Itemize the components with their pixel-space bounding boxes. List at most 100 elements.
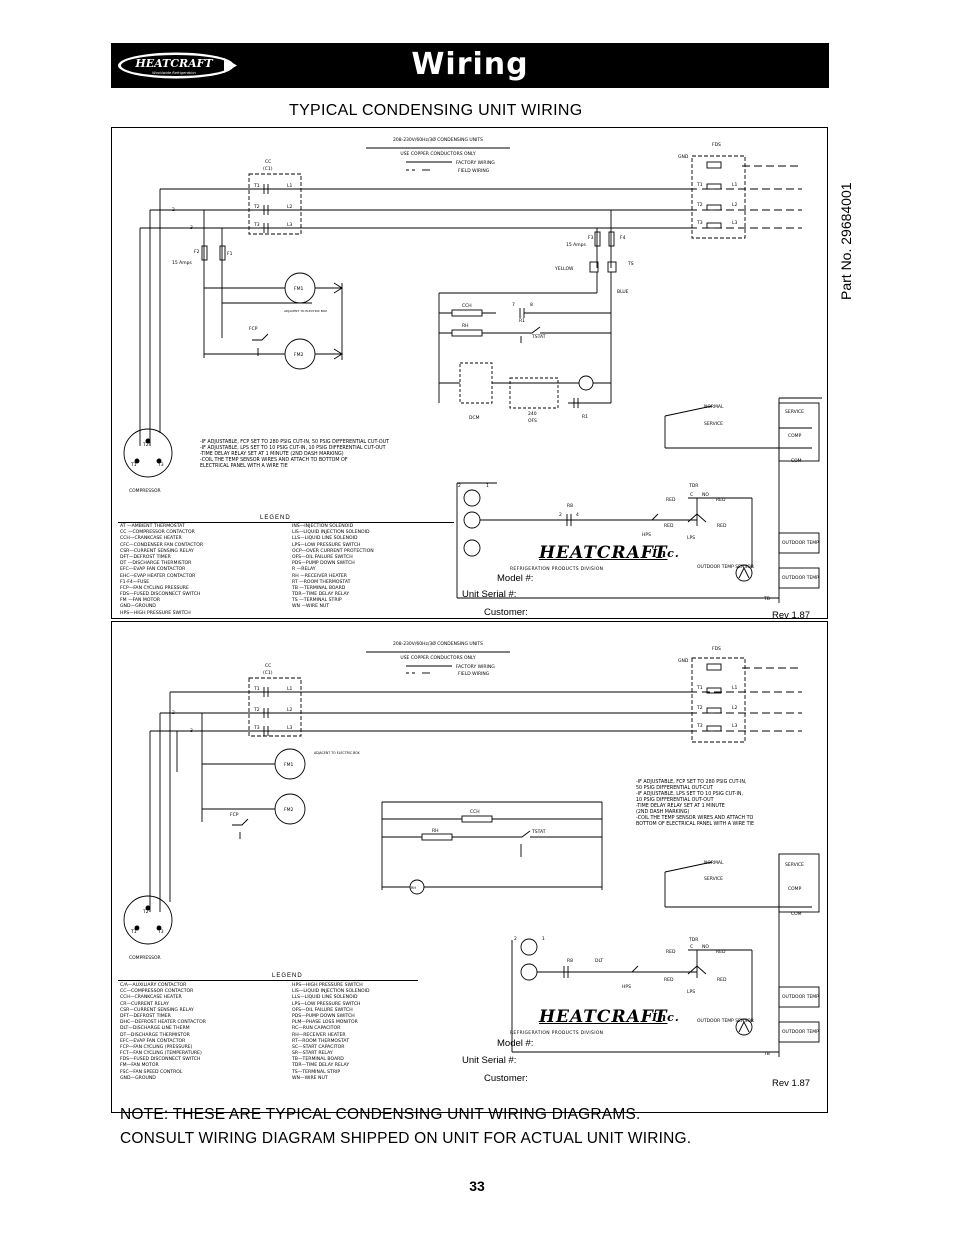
svg-text:T1: T1 [130, 462, 137, 468]
svg-text:4: 4 [576, 512, 579, 518]
svg-text:OUTDOOR TEMP SENSOR: OUTDOOR TEMP SENSOR [697, 1018, 754, 1024]
svg-text:L3: L3 [732, 723, 738, 729]
svg-text:R1: R1 [519, 318, 525, 324]
svg-text:T1: T1 [696, 182, 703, 188]
svg-text:T3: T3 [696, 723, 703, 729]
svg-text:ADJACENT TO ELECTRIC BOX: ADJACENT TO ELECTRIC BOX [284, 309, 327, 313]
svg-text:COM: COM [791, 911, 802, 917]
svg-text:C: C [690, 944, 693, 950]
svg-text:1: 1 [486, 483, 489, 489]
model-field: Model #: [497, 573, 534, 584]
svg-text:RH: RH [432, 828, 439, 834]
svg-text:COM: COM [791, 458, 802, 464]
svg-text:R1: R1 [582, 414, 588, 420]
svg-text:8: 8 [530, 302, 533, 308]
svg-text:OUTDOOR TEMP: OUTDOOR TEMP [782, 1029, 819, 1035]
wiring-diagram-1: 208-230V/60Hz/3Ø CONDENSING UNITS USE CO… [111, 127, 828, 621]
svg-text:RED: RED [717, 523, 727, 529]
svg-text:2: 2 [172, 207, 175, 213]
svg-text:CCH: CCH [462, 303, 472, 309]
brand-division: REFRIGERATION PRODUCTS DIVISION [510, 1031, 604, 1036]
svg-text:7: 7 [512, 302, 515, 308]
svg-text:OUTDOOR TEMP: OUTDOOR TEMP [782, 994, 819, 1000]
serial-field: Unit Serial #: [462, 1055, 517, 1066]
heatcraft-brand: HEATCRAFT [539, 543, 668, 563]
svg-text:T2: T2 [142, 442, 149, 448]
svg-text:FACTORY WIRING: FACTORY WIRING [456, 160, 495, 166]
svg-text:CC: CC [265, 159, 271, 165]
svg-text:T1: T1 [253, 183, 260, 189]
svg-text:1: 1 [542, 936, 545, 942]
svg-text:(C1): (C1) [263, 166, 273, 172]
svg-text:208-230V/60Hz/3Ø CONDENSING UN: 208-230V/60Hz/3Ø CONDENSING UNITS [393, 640, 483, 647]
svg-text:HEATCRAFT: HEATCRAFT [134, 57, 213, 70]
svg-text:COMPRESSOR: COMPRESSOR [129, 488, 161, 494]
svg-text:HPS: HPS [642, 532, 651, 538]
heatcraft-inc: Inc. [652, 1011, 680, 1024]
svg-text:FM2: FM2 [294, 352, 303, 358]
note-line-1: NOTE: THESE ARE TYPICAL CONDENSING UNIT … [120, 1106, 641, 1123]
svg-text:SERVICE: SERVICE [785, 862, 804, 868]
svg-text:LPS: LPS [687, 535, 695, 541]
svg-text:FIELD WIRING: FIELD WIRING [458, 671, 490, 677]
svg-text:L1: L1 [287, 686, 293, 692]
svg-text:T3: T3 [157, 929, 164, 935]
svg-text:FM1: FM1 [284, 762, 293, 768]
svg-text:T2: T2 [142, 909, 149, 915]
svg-text:COMPRESSOR: COMPRESSOR [129, 955, 161, 961]
svg-text:TB: TB [763, 1051, 770, 1057]
svg-text:T1: T1 [696, 685, 703, 691]
svg-text:USE COPPER CONDUCTORS ONLY: USE COPPER CONDUCTORS ONLY [400, 151, 475, 157]
svg-text:L1: L1 [287, 183, 293, 189]
diagram1-notes: -IF ADJUSTABLE, FCP SET TO 280 PSIG CUT-… [200, 440, 390, 469]
svg-text:TSTAT: TSTAT [531, 829, 546, 835]
svg-text:RED: RED [716, 949, 726, 955]
svg-text:T1: T1 [253, 686, 260, 692]
svg-text:RED: RED [666, 497, 676, 503]
svg-text:L2: L2 [287, 204, 293, 210]
svg-text:T3: T3 [253, 222, 260, 228]
svg-text:15 Amps: 15 Amps [566, 242, 586, 248]
svg-text:Worldwide Refrigeration: Worldwide Refrigeration [152, 71, 196, 75]
model-field: Model #: [497, 1038, 534, 1049]
svg-text:GND: GND [678, 154, 689, 160]
svg-text:NO: NO [702, 944, 709, 950]
svg-text:F3: F3 [588, 235, 594, 241]
svg-text:FM1: FM1 [294, 286, 303, 292]
page-number: 33 [469, 1178, 485, 1194]
svg-text:R8: R8 [567, 958, 573, 964]
svg-text:L2: L2 [732, 202, 738, 208]
svg-text:3: 3 [190, 728, 193, 734]
svg-text:SERVICE: SERVICE [704, 421, 723, 427]
svg-text:F1: F1 [227, 251, 233, 257]
svg-text:RH: RH [462, 323, 469, 329]
svg-text:SERVICE: SERVICE [785, 409, 804, 415]
svg-text:OUTDOOR TEMP SENSOR: OUTDOOR TEMP SENSOR [697, 564, 754, 570]
svg-text:FM2: FM2 [284, 807, 293, 813]
svg-text:L3: L3 [732, 220, 738, 226]
svg-text:L2: L2 [287, 707, 293, 713]
part-number: Part No. 29684001 [838, 182, 854, 300]
svg-text:T2: T2 [696, 202, 703, 208]
svg-text:R8: R8 [567, 503, 573, 509]
svg-text:240: 240 [528, 411, 537, 417]
svg-text:RED: RED [664, 977, 674, 983]
legend-title: LEGEND [260, 515, 291, 521]
svg-text:ADJACENT TO ELECTRIC BOX: ADJACENT TO ELECTRIC BOX [314, 751, 361, 755]
svg-text:TDR: TDR [688, 937, 698, 943]
page-header: HEATCRAFT Worldwide Refrigeration Wiring [111, 43, 829, 88]
svg-text:LPS: LPS [687, 989, 695, 995]
svg-text:FCP: FCP [249, 326, 258, 332]
wiring-diagram-2: 208-230V/60Hz/3Ø CONDENSING UNITS USE CO… [111, 621, 828, 1113]
svg-text:RED: RED [716, 497, 726, 503]
customer-field: Customer: [484, 607, 528, 618]
svg-text:(C1): (C1) [263, 670, 273, 676]
page-title: Wiring [411, 47, 529, 82]
svg-text:L3: L3 [287, 222, 293, 228]
svg-text:DCM: DCM [469, 415, 480, 421]
svg-text:TB: TB [763, 596, 770, 602]
svg-text:USE COPPER CONDUCTORS ONLY: USE COPPER CONDUCTORS ONLY [400, 655, 475, 661]
revision: Rev 1.87 [772, 1078, 811, 1089]
svg-text:L2: L2 [732, 705, 738, 711]
